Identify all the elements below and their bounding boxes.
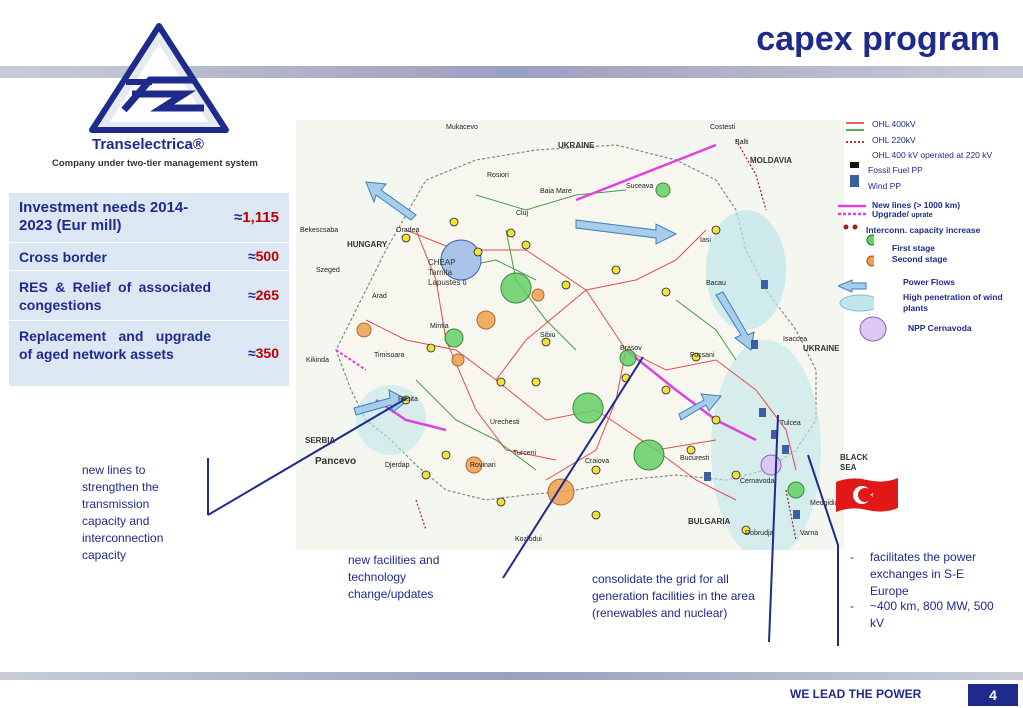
map-label-mintia: Mintia [430,323,449,330]
legend-fossil: Fossil Fuel PP [868,165,923,175]
table-row-value: ≈350 [247,345,279,361]
map-label-costesti: Costesti [710,124,736,131]
annotation-bullet-2: ~400 km, 800 MW, 500 kV [870,599,994,630]
map-label-suceava: Suceava [626,183,654,190]
map-label-bacau: Bacau [706,280,726,287]
table-row: RES & Relief of associated congestions ≈… [9,271,289,321]
map-label-focsani: Focsani [690,352,715,359]
map-label-timisoara: Timisoara [374,352,405,359]
table-row-label: RES & Relief of associated congestions [19,279,211,313]
legend-ohl400-220: OHL 400 kV operated at 220 kV [872,150,993,160]
table-row-label: Replacement and upgrade of aged network … [19,328,211,362]
table-row-label: Cross border [19,249,107,265]
map-label-isaccea: Isaccea [783,336,808,343]
legend-upgrade: Upgrade/ uprate [872,209,933,219]
legend-new-lines: New lines (> 1000 km) [872,200,961,210]
map-label-turceni: Turceni [513,450,537,457]
map-label-serbia: SERBIA [305,436,336,445]
legend-high-penetration: High penetration of wind plants [903,292,1003,313]
table-row-value: ≈500 [247,248,279,264]
bullet-dash-1: - [850,550,854,564]
romania-grid-map [296,120,844,550]
map-label-baia-mare: Baia Mare [540,188,572,195]
map-label-kikinda: Kikinda [306,357,329,364]
table-row: Investment needs 2014-2023 (Eur mill) ≈1… [9,193,289,243]
title-divider-bar [0,66,1023,78]
footer-slogan: WE LEAD THE POWER [790,687,922,701]
map-label-balti: Balti [735,139,749,146]
company-name: Transelectrica® [92,136,204,153]
legend-first-stage: First stage [892,243,935,253]
company-tagline: Company under two-tier management system [52,158,258,169]
map-label-arad: Arad [372,293,387,300]
map-label-pancevo: Pancevo [315,456,357,467]
map-label-bucuresti: Bucuresti [680,455,710,462]
legend-ohl400: OHL 400kV [872,119,916,129]
investment-table: Investment needs 2014-2023 (Eur mill) ≈1… [9,193,289,386]
map-label-ukraine-east: UKRAINE [803,344,840,353]
bullet-dash-2: - [850,599,854,613]
map-label-kozlodui: Kozlodui [515,536,542,543]
legend-interconn: Interconn. capacity increase [866,225,981,235]
annotation-consolidate: consolidate the grid for all generation … [592,572,755,620]
footer-bar [0,672,1023,680]
legend-wind: Wind PP [868,181,902,191]
map-label-djerdap: Djerdap [385,462,410,469]
annotation-bullet-1: facilitates the power exchanges in S-E E… [870,550,977,598]
legend-power-flows: Power Flows [903,277,955,287]
map-label-varna: Varna [800,530,819,537]
map-label-brasov: Brasov [620,345,642,352]
legend-npp: NPP Cernavoda [908,323,972,333]
map-legend-symbols [838,122,874,312]
map-label-tulcea: Tulcea [780,420,801,427]
map-label-resita: Resita [398,396,418,403]
npp-legend-symbol [859,316,887,342]
table-row: Cross border ≈500 [9,243,289,271]
map-label-sibiu: Sibiu [540,332,556,339]
table-row: Replacement and upgrade of aged network … [9,321,289,386]
page-number: 4 [968,684,1018,706]
legend-second-stage: Second stage [892,254,948,264]
map-label-rovinari: Rovinari [470,462,496,469]
annotation-new-facilities: new facilities and technology change/upd… [348,553,440,601]
map-label-oradea: Oradea [396,227,420,234]
annotation-new-lines: new lines to strengthen the transmission… [82,463,164,562]
slide-title: capex program [756,20,1000,58]
legend-ohl220: OHL 220kV [872,135,916,145]
map-label-urechesti: Urechesti [490,419,520,426]
map-label-moldavia: MOLDAVIA [750,156,793,165]
map-label-cernavoda: Cernavoda [740,478,775,485]
map-label-iasi: Iasi [700,237,711,244]
map-label-craiova: Craiova [585,458,610,465]
map-label-cheap: CHEAP Tarnita Lapustes ti [428,258,467,287]
map-label-bekescsaba: Bekescsaba [300,227,339,234]
map-label-black-sea: BLACK SEA [840,453,868,472]
transelectrica-logo [89,23,229,133]
map-label-rosiori: Rosiori [487,172,509,179]
map-label-ukraine-north: UKRAINE [558,141,595,150]
map-label-szeged: Szeged [316,267,340,274]
map-label-bulgaria: BULGARIA [688,517,731,526]
map-label-cluj: Cluj [516,210,529,217]
table-row-value: ≈265 [247,287,279,303]
map-label-dobrudja: Dobrudja [745,530,774,537]
turkey-flag-icon [836,478,898,512]
map-label-hungary: HUNGARY [347,240,388,249]
map-label-mukacevo: Mukacevo [446,124,478,131]
table-row-label: Investment needs 2014-2023 (Eur mill) [19,199,189,234]
table-row-value: ≈1,115 [234,209,279,226]
